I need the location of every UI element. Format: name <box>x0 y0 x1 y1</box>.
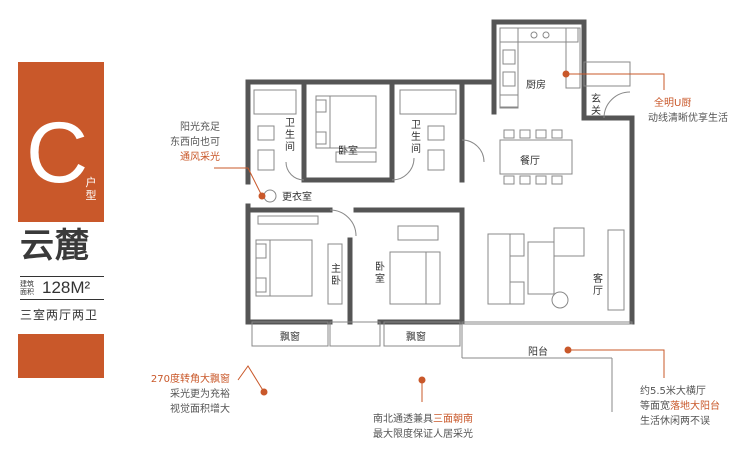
room-bedroom-mid: 卧室 <box>375 262 385 285</box>
callout-living-line2a: 等面宽 <box>640 401 670 412</box>
dining-table <box>499 129 573 185</box>
unit-name: 云麓 <box>20 226 90 266</box>
callout-kitchen-line1: 全明U厨 <box>654 98 692 109</box>
callout-sunlight-line2: 东西向也可 <box>170 137 220 148</box>
callout-living-line2b: 落地大阳台 <box>670 401 720 412</box>
bedroom-top-furniture <box>315 95 377 163</box>
layout-description: 三室两厅两卫 <box>20 308 99 322</box>
room-dining: 餐厅 <box>520 156 540 167</box>
kitchen-furniture <box>499 27 581 109</box>
callout-living-line1: 约5.5米大横厅 <box>640 386 706 397</box>
unit-letter: C <box>26 105 89 201</box>
callout-bay-line3: 视觉面积增大 <box>170 404 230 415</box>
living-room-furniture <box>487 227 625 311</box>
room-entry: 玄关 <box>591 94 601 117</box>
callout-sunlight-line3: 通风采光 <box>180 152 220 163</box>
room-bathroom-left: 卫生间 <box>285 118 295 153</box>
callout-sunlight: 阳光充足 东西向也可 通风采光 <box>142 120 220 165</box>
thin-lines <box>251 61 633 412</box>
callout-living: 约5.5米大横厅 等面宽落地大阳台 生活休闲两不误 <box>640 384 720 429</box>
callout-sunlight-line1: 阳光充足 <box>180 122 220 133</box>
callout-kitchen: 全明U厨 动线清晰优享生活 <box>648 96 728 126</box>
accent-block-top <box>18 62 104 222</box>
room-bathroom-mid: 卫生间 <box>411 120 421 155</box>
master-bedroom-furniture <box>255 215 343 305</box>
callout-markers <box>214 70 665 402</box>
callout-south-line1b: 三面朝南 <box>433 414 473 425</box>
room-living: 客厅 <box>593 274 603 297</box>
unit-sidebar: C 户型 云麓 建筑面积 128M² 三室两厅两卫 <box>0 0 112 456</box>
walls <box>245 19 635 325</box>
room-kitchen: 厨房 <box>526 80 546 91</box>
callout-south-line2: 最大限度保证人居采光 <box>373 429 473 440</box>
callout-bay-line1: 270度转角大飘窗 <box>150 374 230 385</box>
callout-south-line1a: 南北通透兼具 <box>373 414 433 425</box>
room-master-bedroom: 主卧 <box>331 264 341 287</box>
room-dressing: 更衣室 <box>282 192 312 203</box>
area-value: 128M² <box>42 278 91 297</box>
room-bay-window-mid: 飘窗 <box>406 332 426 343</box>
room-bay-window-left: 飘窗 <box>280 332 300 343</box>
bathroom-furniture <box>253 89 457 171</box>
callout-bay: 270度转角大飘窗 采光更为充裕 视觉面积增大 <box>132 372 230 417</box>
bedroom-mid-furniture <box>389 225 441 305</box>
callout-living-line3: 生活休闲两不误 <box>640 416 710 427</box>
room-balcony: 阳台 <box>528 347 548 358</box>
callout-bay-line2: 采光更为充裕 <box>170 389 230 400</box>
area-label: 建筑面积 <box>20 280 34 296</box>
unit-type-label: 户型 <box>85 176 97 202</box>
room-bedroom-top: 卧室 <box>338 146 358 157</box>
callout-south: 南北通透兼具三面朝南 最大限度保证人居采光 <box>346 412 500 442</box>
area-row: 建筑面积 128M² <box>20 276 104 300</box>
accent-block-bottom <box>18 334 104 378</box>
callout-kitchen-line2: 动线清晰优享生活 <box>648 113 728 124</box>
